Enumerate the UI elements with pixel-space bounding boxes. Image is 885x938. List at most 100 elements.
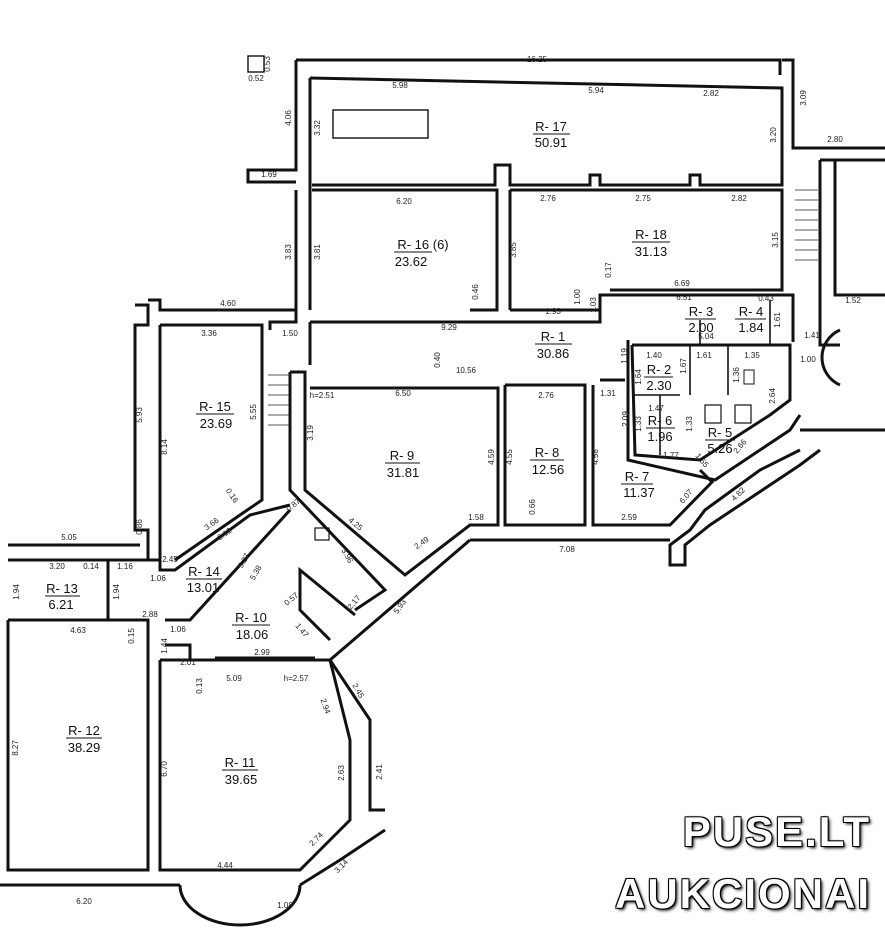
dimension: 1.67 bbox=[679, 358, 688, 374]
dimension: 3.09 bbox=[799, 90, 808, 106]
dimension: 3.15 bbox=[771, 232, 780, 248]
dimension: 2.99 bbox=[254, 648, 270, 657]
dimension: 1.00 bbox=[800, 355, 816, 364]
dimension: 1.94 bbox=[12, 584, 21, 600]
dimension: 5.05 bbox=[61, 533, 77, 542]
dimension: 4.59 bbox=[487, 449, 496, 465]
room-r1: R- 130.86 bbox=[535, 329, 572, 361]
dimension: 2.80 bbox=[827, 135, 843, 144]
dimension: 0.46 bbox=[471, 284, 480, 300]
dimension: 5.93 bbox=[392, 597, 409, 615]
dimension: 0.43 bbox=[758, 294, 774, 303]
dimension: 9.29 bbox=[441, 323, 457, 332]
dimension: 1.93 bbox=[545, 307, 561, 316]
svg-text:30.86: 30.86 bbox=[537, 346, 570, 361]
dimension: 2.41 bbox=[375, 764, 384, 780]
dimension: 16.25 bbox=[527, 55, 548, 64]
room-r8: R- 812.56 bbox=[530, 445, 564, 477]
dimension: 2.09 bbox=[621, 411, 630, 427]
dimension: 0.53 bbox=[263, 56, 272, 72]
svg-text:1.96: 1.96 bbox=[647, 429, 672, 444]
dimension: 1.36 bbox=[732, 367, 741, 383]
svg-text:R- 6: R- 6 bbox=[648, 413, 673, 428]
dimension: 1.94 bbox=[112, 584, 121, 600]
dimension: 1.35 bbox=[744, 351, 760, 360]
dimension: 2.45 bbox=[350, 682, 366, 700]
dimension: 0.14 bbox=[83, 562, 99, 571]
dimension: 1.06 bbox=[150, 574, 166, 583]
svg-text:R- 5: R- 5 bbox=[708, 425, 733, 440]
dimension: 5.98 bbox=[392, 81, 408, 90]
svg-text:R- 7: R- 7 bbox=[625, 469, 650, 484]
dimension: 3.20 bbox=[49, 562, 65, 571]
dimension: 6.70 bbox=[160, 761, 169, 777]
dimension: 3.19 bbox=[306, 425, 315, 441]
dimension: 1.06 bbox=[170, 625, 186, 634]
dimension: 1.58 bbox=[468, 513, 484, 522]
svg-text:13.01: 13.01 bbox=[187, 580, 220, 595]
svg-text:2.30: 2.30 bbox=[646, 378, 671, 393]
svg-text:R- 16 (6): R- 16 (6) bbox=[397, 237, 448, 252]
svg-text:R- 2: R- 2 bbox=[647, 362, 672, 377]
dimension: h=2.51 bbox=[310, 391, 335, 400]
dimension: 6.69 bbox=[674, 279, 690, 288]
svg-text:1.84: 1.84 bbox=[738, 320, 763, 335]
dimension: 1.61 bbox=[696, 351, 712, 360]
svg-text:R- 4: R- 4 bbox=[739, 304, 764, 319]
dimension: 1.44 bbox=[160, 638, 169, 654]
dimension: 1.16 bbox=[117, 562, 133, 571]
room-r13: R- 136.21 bbox=[45, 581, 80, 612]
dimension: 2.49 bbox=[413, 534, 431, 551]
dimension: h=2.57 bbox=[284, 674, 309, 683]
dimension: 1.47 bbox=[648, 404, 664, 413]
dimension: 1.77 bbox=[663, 451, 679, 460]
shaft-box bbox=[734, 404, 752, 424]
svg-text:31.13: 31.13 bbox=[635, 244, 668, 259]
dimension: 2.63 bbox=[337, 765, 346, 781]
dimension: 3.14 bbox=[333, 857, 351, 875]
watermark-line-1: PUSE.LT bbox=[682, 808, 871, 855]
dimension: 1.47 bbox=[293, 622, 310, 640]
dimension: 5.38 bbox=[248, 563, 264, 581]
dimension: 3.85 bbox=[509, 242, 518, 258]
dimension: 4.63 bbox=[70, 626, 86, 635]
dimension: 0.13 bbox=[195, 678, 204, 694]
dimension: 2.64 bbox=[768, 388, 777, 404]
dimension: 3.32 bbox=[313, 120, 322, 136]
dimension: 0.40 bbox=[433, 352, 442, 368]
dimension: 3.20 bbox=[769, 127, 778, 143]
dimension: 1.64 bbox=[634, 369, 643, 385]
svg-text:6.21: 6.21 bbox=[48, 597, 73, 612]
dimension: 3.96 bbox=[339, 547, 355, 565]
dimension: 5.94 bbox=[588, 86, 604, 95]
dimension: 6.20 bbox=[76, 897, 92, 906]
svg-text:12.56: 12.56 bbox=[532, 462, 565, 477]
dimension: 3.81 bbox=[313, 244, 322, 260]
dimension: 2.17 bbox=[346, 593, 363, 611]
dimension: 5.09 bbox=[226, 674, 242, 683]
dimension: 0.16 bbox=[224, 487, 241, 505]
room-r5: R- 55.26 bbox=[705, 425, 735, 456]
dimension: 1.19 bbox=[620, 348, 629, 364]
dimension-labels: 16.25 5.98 5.94 2.82 3.20 4.06 3.32 0.52… bbox=[11, 55, 861, 910]
dimension: 2.82 bbox=[703, 89, 719, 98]
dimension: 10.56 bbox=[456, 366, 477, 375]
dimension: 1.50 bbox=[282, 329, 298, 338]
dimension: 2.76 bbox=[538, 391, 554, 400]
room-r9: R- 931.81 bbox=[385, 448, 420, 480]
dimension: 1.61 bbox=[773, 312, 782, 328]
svg-text:2.00: 2.00 bbox=[688, 320, 713, 335]
dimension: 1.33 bbox=[634, 416, 643, 432]
dimension: 4.44 bbox=[217, 861, 233, 870]
dimension: 1.31 bbox=[600, 389, 616, 398]
dimension: 0.66 bbox=[528, 499, 537, 515]
svg-text:R- 15: R- 15 bbox=[199, 399, 231, 414]
svg-text:11.37: 11.37 bbox=[623, 485, 655, 500]
dimension: 8.14 bbox=[160, 439, 169, 455]
dimension: 1.00 bbox=[573, 289, 582, 305]
dimension: 1.33 bbox=[685, 416, 694, 432]
